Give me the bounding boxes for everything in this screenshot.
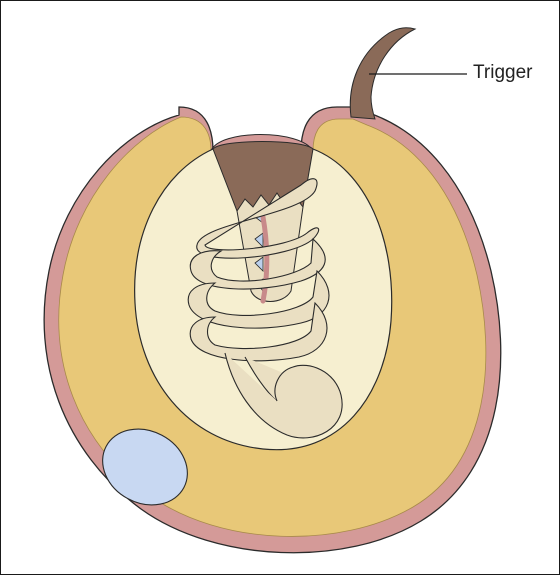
trigger-label: Trigger bbox=[473, 62, 533, 83]
coiled-tubule bbox=[187, 178, 343, 439]
shaft-core bbox=[260, 214, 270, 304]
trigger-cnidocil bbox=[349, 27, 417, 120]
nucleus bbox=[102, 428, 188, 506]
